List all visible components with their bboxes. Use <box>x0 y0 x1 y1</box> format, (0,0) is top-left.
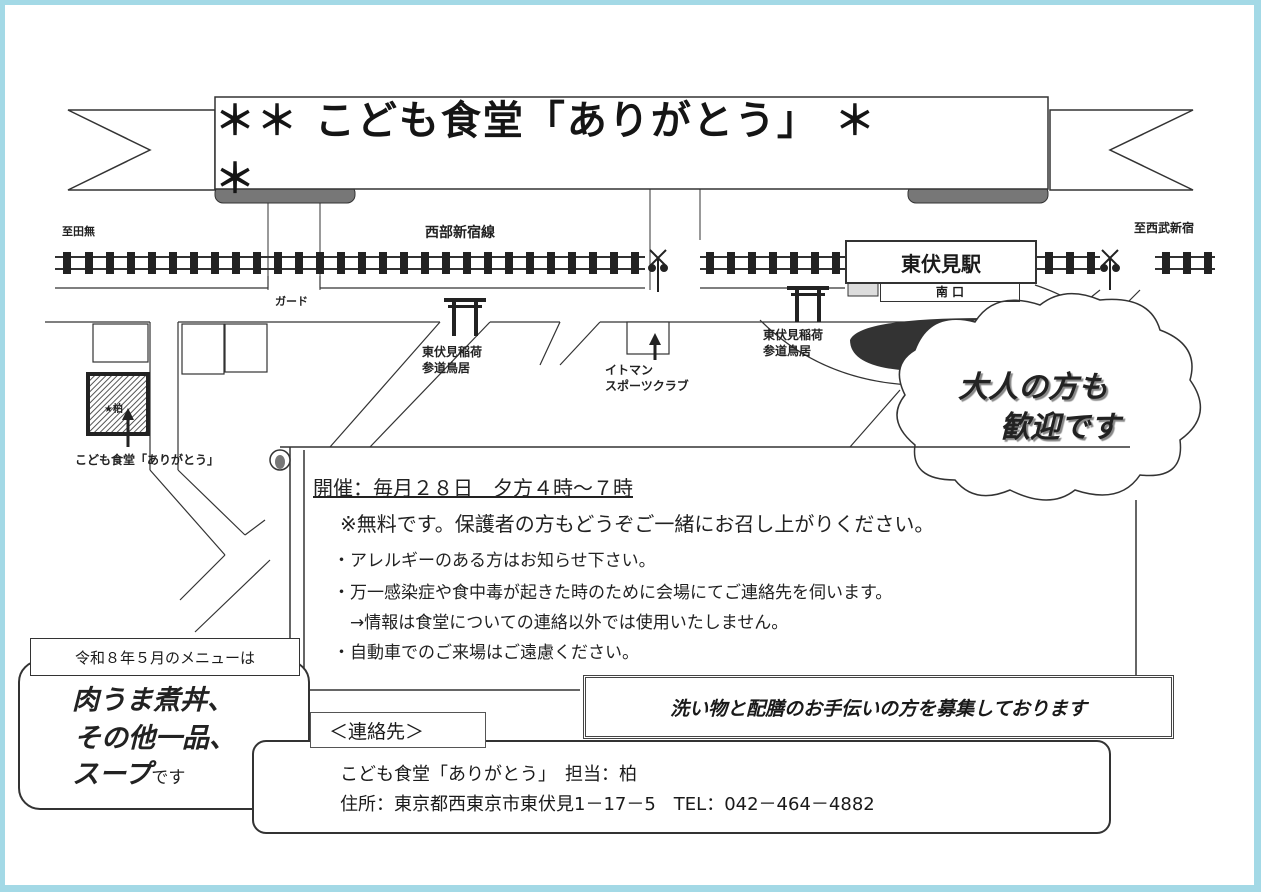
ribbon-tail-left <box>67 109 216 191</box>
sports-club-label: イトマン スポーツクラブ <box>605 363 689 394</box>
contact-name: こども食堂「ありがとう」 担当：柏 <box>340 764 637 785</box>
volunteer-recruit-banner: 洗い物と配膳のお手伝いの方を募集しております <box>583 675 1174 739</box>
torii-gate-icon <box>444 286 829 336</box>
underpass-label: ガード <box>275 295 308 308</box>
contact-address: 住所：東京都西東京市東伏見1－17－5 TEL：042－464－4882 <box>340 794 875 815</box>
venue-building <box>86 372 150 436</box>
contact-heading: ＜連絡先＞ <box>310 712 486 748</box>
railway-line-label: 西部新宿線 <box>425 225 495 241</box>
free-note: ※無料です。保護者の方もどうぞご一緒にお召し上がりください。 <box>340 512 935 536</box>
menu-item-2: その他一品、 <box>74 723 236 754</box>
bullet-no-car: ・自動車でのご来場はご遠慮ください。 <box>333 643 639 663</box>
cloud-bubble <box>896 292 1202 501</box>
bullet-contact: ・万一感染症や食中毒が起きた時のために会場にてご連絡先を伺います。 <box>333 583 893 603</box>
cloud-line-2: 歓迎です <box>1000 410 1120 445</box>
shrine-gate-label-1: 東伏見稲荷 参道鳥居 <box>422 345 483 376</box>
ribbon-tail-right <box>1049 109 1194 191</box>
bullet-privacy: →情報は食堂についての連絡以外では使用いたしません。 <box>333 613 789 633</box>
cloud-line-1: 大人の方も <box>958 370 1108 405</box>
station-exit: 南 口 <box>880 282 1020 302</box>
venue-marker: ★柏 <box>104 404 123 415</box>
bullet-allergy: ・アレルギーのある方はお知らせ下さい。 <box>333 551 656 571</box>
menu-item-3: スープです <box>72 759 186 790</box>
station-box: 東伏見駅 <box>845 240 1037 284</box>
contact-box <box>252 740 1111 834</box>
railroad-crossing-icon <box>648 249 1120 292</box>
railway-track <box>55 252 1215 274</box>
menu-heading: 令和８年５月のメニューは <box>30 638 300 676</box>
schedule-text: 開催：毎月２８日 夕方４時～７時 <box>313 476 633 500</box>
ribbon-banner <box>214 96 1049 190</box>
banner-title: ＊＊ こども食堂「ありがとう」 ＊＊ <box>215 98 877 202</box>
shrine-gate-label-2: 東伏見稲荷 参道鳥居 <box>763 328 824 359</box>
direction-label-left: 至田無 <box>62 225 95 238</box>
direction-label-right: 至西武新宿 <box>1134 221 1195 235</box>
menu-item-1: 肉うま煮丼、 <box>72 685 234 716</box>
venue-label: こども食堂「ありがとう」 <box>75 453 220 467</box>
